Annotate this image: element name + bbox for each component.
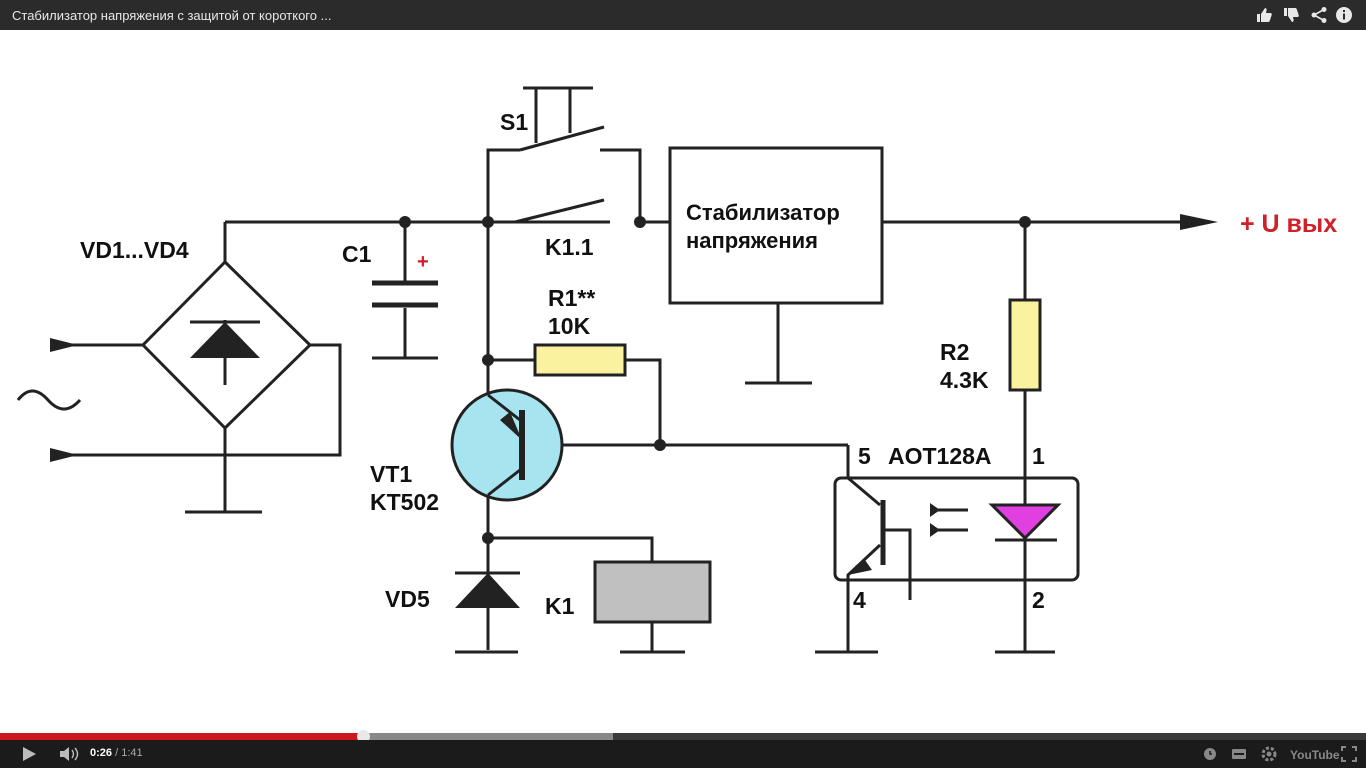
played-bar [0, 733, 364, 740]
opto-name-label: AOT128A [888, 443, 992, 469]
ac-arrow-2 [50, 448, 78, 462]
output-arrow-icon [1180, 214, 1218, 230]
opto-led-icon [988, 503, 1062, 541]
watch-later-icon[interactable] [1202, 745, 1218, 763]
youtube-logo[interactable]: YouTube [1290, 748, 1340, 762]
top-bar: Стабилизатор напряжения с защитой от кор… [0, 0, 1366, 30]
progress-bar[interactable] [0, 730, 1366, 743]
junction-dots [399, 216, 1031, 544]
vd5-diode-icon [455, 573, 520, 608]
vt1-type: KT502 [370, 489, 439, 515]
s1-left-wire [486, 148, 520, 222]
scrubber-handle[interactable] [357, 730, 371, 743]
volume-icon[interactable] [58, 745, 80, 763]
vt1-emitter-arrow [500, 412, 522, 440]
vt1-label: VT1 [370, 461, 412, 487]
r1-label: R1** [548, 285, 595, 311]
duration: 1:41 [121, 747, 143, 759]
opto-pin5-label: 5 [858, 443, 871, 469]
time-separator: / [112, 747, 122, 759]
vt1-emitter-wire [486, 495, 654, 562]
c1-plates [372, 280, 438, 308]
fullscreen-icon[interactable] [1340, 745, 1358, 763]
stabilizer-label-line2: напряжения [686, 228, 818, 253]
k1-ground [620, 622, 685, 654]
r2-resistor [1008, 298, 1042, 392]
info-icon[interactable] [1335, 6, 1353, 24]
opto-arrowhead-1 [930, 503, 940, 517]
vd5-label: VD5 [385, 586, 430, 612]
opto-emitter-arrow [848, 560, 872, 575]
ac-source-icon [16, 389, 82, 411]
play-icon[interactable] [20, 745, 38, 763]
captions-icon[interactable] [1230, 745, 1248, 763]
video-title[interactable]: Стабилизатор напряжения с защитой от кор… [12, 8, 332, 23]
stabilizer-box [668, 146, 884, 305]
opto-transistor-leads [815, 445, 882, 654]
opto-arrowhead-2 [930, 523, 940, 537]
stabilizer-label-line1: Стабилизатор [686, 200, 840, 225]
bridge-diode-icon [190, 322, 260, 358]
k11-contact [514, 198, 605, 224]
r2-label: R2 [940, 339, 969, 365]
opto-pin1-label: 1 [1032, 443, 1045, 469]
thumbs-down-icon[interactable] [1282, 6, 1300, 24]
ac-input-wire-2 [50, 343, 342, 457]
video-frame[interactable]: VD1...VD4 C1 + S1 K1.1 Стабилизатор напр… [0, 30, 1366, 735]
share-icon[interactable] [1310, 6, 1328, 24]
circuit-diagram: VD1...VD4 C1 + S1 K1.1 Стабилизатор напр… [16, 86, 1337, 654]
k11-label: K1.1 [545, 234, 594, 260]
ac-arrow-1 [50, 338, 78, 352]
r2-led-wire [995, 222, 1055, 654]
vt1-transistor-icon [450, 388, 564, 502]
r1-right-wire [625, 358, 662, 445]
stabilizer-ground [745, 303, 812, 385]
r1-value: 10K [548, 313, 591, 339]
k1-label: K1 [545, 593, 575, 619]
s1-button [523, 86, 593, 143]
opto-pin2-label: 2 [1032, 587, 1045, 613]
current-time: 0:26 [90, 747, 113, 759]
r2-value: 4.3K [940, 367, 989, 393]
k1-relay-coil [593, 560, 712, 624]
thumbs-up-icon[interactable] [1255, 6, 1273, 24]
player-controls: 0:26 / 1:41 YouTube [0, 740, 1366, 768]
opto-pin4-label: 4 [853, 587, 866, 613]
s1-label: S1 [500, 109, 528, 135]
r1-resistor [533, 343, 627, 377]
optocoupler-box [833, 476, 1080, 582]
time-display: 0:26 / 1:41 [90, 747, 143, 759]
settings-icon[interactable] [1260, 745, 1278, 763]
s1-right-wire [600, 148, 642, 222]
c1-label: C1 [342, 241, 372, 267]
opto-base-lead [883, 528, 912, 600]
s1-contact [519, 125, 605, 152]
output-label: + U вых [1240, 210, 1337, 238]
c1-polarity: + [417, 251, 429, 273]
bridge-label: VD1...VD4 [80, 237, 189, 263]
